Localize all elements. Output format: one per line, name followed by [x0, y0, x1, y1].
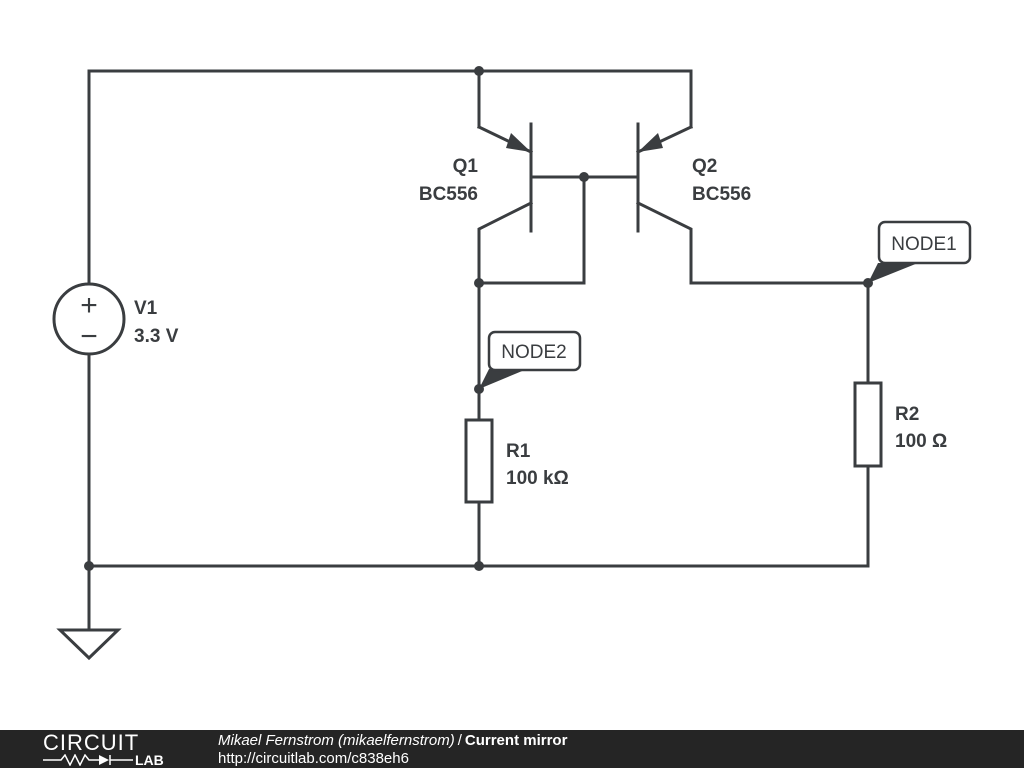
circuitlab-logo[interactable]: CIRCUIT LAB [43, 732, 175, 768]
circuit-title: Current mirror [464, 732, 568, 749]
resistor-r1-body[interactable] [464, 418, 494, 504]
node2-tag[interactable]: NODE2 [479, 330, 582, 389]
q2-emitter-arrow [638, 133, 663, 152]
resistor-diode-icon [43, 754, 133, 766]
transistor-q1-symbol[interactable] [506, 122, 533, 233]
credit-separator: / [457, 732, 462, 749]
r2-name-label: R2 [895, 404, 919, 425]
r1-name-label: R1 [506, 441, 531, 462]
voltage-source-v1[interactable]: + − [52, 282, 126, 356]
q2-name-label: Q2 [692, 156, 717, 177]
wire-base-to-collector [477, 175, 586, 285]
circuit-url-link[interactable]: http://circuitlab.com/c838eh6 [218, 750, 409, 767]
wire-q1-collector [477, 200, 534, 422]
node2-box [487, 330, 582, 372]
r2-value-label: 100 Ω [895, 431, 947, 452]
footer-credit: Mikael Fernstrom (mikaelfernstrom)/Curre… [218, 732, 567, 749]
q1-model-label: BC556 [419, 184, 478, 205]
node1-pointer [868, 263, 918, 283]
node1-box [877, 220, 972, 265]
ground-symbol[interactable] [56, 628, 122, 661]
node1-tag[interactable]: NODE1 [868, 220, 972, 283]
author-link[interactable]: Mikael Fernstrom (mikaelfernstrom) [218, 732, 455, 749]
wire-q2-collector [635, 200, 870, 385]
junction-dot [579, 172, 589, 182]
resistor-r2-body[interactable] [853, 381, 883, 468]
r1-value-label: 100 kΩ [506, 468, 569, 489]
junction-dot [84, 561, 94, 571]
logo-word-lab: LAB [135, 752, 164, 768]
footer-bar: CIRCUIT LAB Mikael Fernstrom (mikaelfern… [0, 730, 1024, 768]
junction-dot [474, 561, 484, 571]
q1-name-label: Q1 [453, 156, 479, 177]
v1-circle [52, 282, 126, 356]
q1-emitter-arrow [506, 133, 531, 152]
transistor-q2-symbol[interactable] [636, 122, 663, 233]
node2-label: NODE2 [501, 342, 566, 363]
junction-dot [474, 278, 484, 288]
v1-plus-sign: + [80, 289, 98, 322]
wires [87, 69, 870, 632]
q2-model-label: BC556 [692, 184, 751, 205]
node2-pointer [479, 369, 527, 389]
node1-label: NODE1 [891, 234, 956, 255]
v1-name-label: V1 [134, 298, 158, 319]
v1-minus-sign: − [80, 320, 98, 353]
junction-dot [474, 66, 484, 76]
v1-value-label: 3.3 V [134, 326, 179, 347]
wire-top-rail [87, 69, 693, 287]
logo-word-circuit: CIRCUIT [43, 730, 140, 755]
